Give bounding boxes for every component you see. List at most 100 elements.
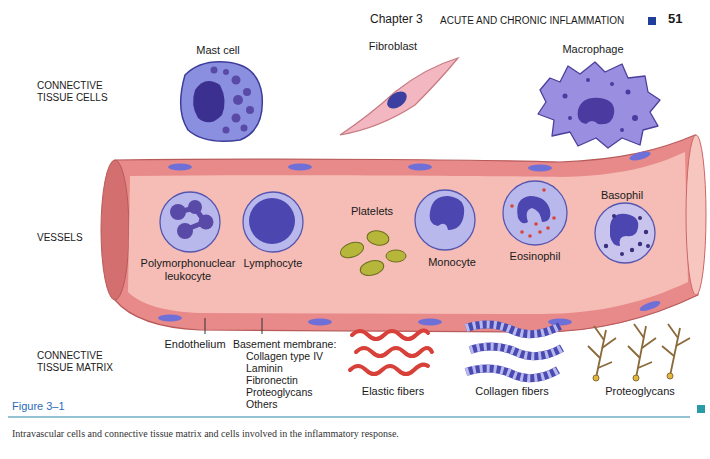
macrophage-part bbox=[568, 116, 572, 120]
neutrophil-part bbox=[177, 223, 193, 239]
blood-vessel bbox=[101, 135, 706, 332]
cell-label: Fibroblast bbox=[369, 40, 417, 53]
part-label: Endothelium bbox=[164, 338, 225, 351]
neutrophil-part bbox=[199, 215, 214, 230]
cell-label: Platelets bbox=[351, 205, 393, 218]
macrophage bbox=[538, 62, 660, 148]
elastic-fibers-part bbox=[356, 348, 432, 356]
collagen-fibers bbox=[466, 324, 562, 378]
collagen-fibers-part bbox=[466, 368, 558, 378]
platelets-part bbox=[366, 229, 390, 247]
fibroblast-part bbox=[340, 58, 458, 135]
row-heading: CONNECTIVE TISSUE CELLS bbox=[37, 80, 117, 103]
proteoglycan-molecules-part-part bbox=[667, 373, 673, 379]
figure-end-square bbox=[697, 405, 705, 413]
mast-cell-part bbox=[233, 95, 243, 105]
proteoglycan-molecules-part-part bbox=[593, 375, 599, 381]
figure-number: Figure 3–1 bbox=[12, 400, 65, 413]
mast-cell-part bbox=[181, 62, 263, 141]
basophil-part bbox=[610, 214, 638, 246]
mast-cell bbox=[181, 62, 263, 141]
basophil bbox=[595, 203, 655, 263]
eosinophil-part bbox=[546, 226, 550, 230]
collagen-fibers-part bbox=[466, 324, 560, 334]
mast-cell-part bbox=[243, 88, 251, 96]
cell-label: Basophil bbox=[601, 189, 643, 202]
blood-vessel-part bbox=[115, 135, 698, 332]
neutrophil-part bbox=[160, 192, 220, 252]
elastic-fibers-part bbox=[350, 365, 428, 374]
basophil-part bbox=[638, 216, 642, 220]
mast-cell-part bbox=[246, 106, 254, 114]
lymphocyte-part bbox=[249, 198, 295, 244]
basophil-part bbox=[646, 244, 650, 248]
eosinophil-part bbox=[510, 204, 514, 208]
cell-label: Polymorphonuclear leukocyte bbox=[133, 257, 243, 282]
matrix-label: Collagen fibers bbox=[475, 385, 548, 398]
basophil-part bbox=[612, 214, 616, 218]
matrix-label: Proteoglycans bbox=[605, 385, 675, 398]
list-item: Proteoglycans bbox=[246, 386, 313, 398]
blood-vessel-part bbox=[288, 164, 312, 171]
eosinophil-part bbox=[528, 234, 532, 238]
macrophage-part bbox=[586, 78, 590, 82]
eosinophil-part bbox=[503, 181, 567, 245]
elastic-fibers bbox=[350, 330, 432, 374]
figure-rule bbox=[8, 416, 690, 417]
blood-vessel-part bbox=[168, 164, 192, 171]
running-head: Chapter 3 bbox=[370, 13, 423, 27]
blood-vessel-part bbox=[628, 150, 651, 162]
basophil-part bbox=[644, 230, 648, 234]
macrophage-part bbox=[538, 62, 660, 148]
mast-cell-part bbox=[241, 125, 248, 132]
monocyte bbox=[415, 190, 475, 250]
list-item: Laminin bbox=[246, 362, 283, 374]
proteoglycan-molecules bbox=[588, 324, 690, 381]
cell-label: Eosinophil bbox=[510, 250, 561, 263]
eosinophil-part bbox=[542, 188, 546, 192]
macrophage-part bbox=[563, 94, 568, 99]
proteoglycan-molecules-part-part bbox=[662, 324, 690, 356]
list-item: Others bbox=[246, 398, 278, 410]
cell-label: Macrophage bbox=[562, 43, 623, 56]
blood-vessel-part bbox=[101, 160, 129, 300]
cell-label: Monocyte bbox=[428, 256, 476, 269]
proteoglycan-molecules-part-part bbox=[628, 324, 656, 368]
platelets-part bbox=[338, 239, 365, 260]
platelets-part bbox=[359, 258, 386, 278]
blood-vessel-part bbox=[548, 319, 572, 326]
eosinophil bbox=[503, 181, 567, 245]
lymphocyte-part bbox=[243, 192, 303, 252]
blood-vessel-part bbox=[638, 299, 661, 313]
monocyte-part bbox=[430, 196, 465, 230]
neutrophil bbox=[160, 192, 220, 252]
collagen-fibers-part bbox=[466, 368, 558, 378]
eosinophil-part bbox=[534, 222, 538, 226]
macrophage-part bbox=[626, 90, 631, 95]
figure-caption: Intravascular cells and connective tissu… bbox=[12, 428, 692, 440]
mast-cell-part bbox=[223, 69, 229, 75]
basophil-part bbox=[595, 203, 655, 263]
basophil-part bbox=[638, 242, 642, 246]
macrophage-part bbox=[632, 115, 638, 121]
platelets bbox=[338, 229, 406, 278]
list-item: Collagen type IV bbox=[246, 350, 323, 362]
blood-vessel-part bbox=[128, 152, 688, 314]
elastic-fibers-part bbox=[352, 330, 428, 339]
blood-vessel-part bbox=[408, 164, 432, 171]
eosinophil-part bbox=[517, 196, 550, 223]
cell-label: Lymphocyte bbox=[244, 257, 303, 270]
blood-vessel-part bbox=[308, 319, 332, 326]
blood-vessel-part bbox=[528, 165, 552, 172]
mast-cell-part bbox=[232, 76, 241, 85]
basophil-part bbox=[630, 248, 634, 252]
neutrophil-part bbox=[170, 204, 186, 220]
page-number: 51 bbox=[668, 12, 682, 27]
eosinophil-part bbox=[552, 216, 556, 220]
proteoglycan-molecules-part-part bbox=[633, 375, 639, 381]
running-head: ACUTE AND CHRONIC INFLAMMATION bbox=[440, 15, 624, 27]
list-item: Fibronectin bbox=[246, 374, 298, 386]
eosinophil-part bbox=[520, 230, 524, 234]
